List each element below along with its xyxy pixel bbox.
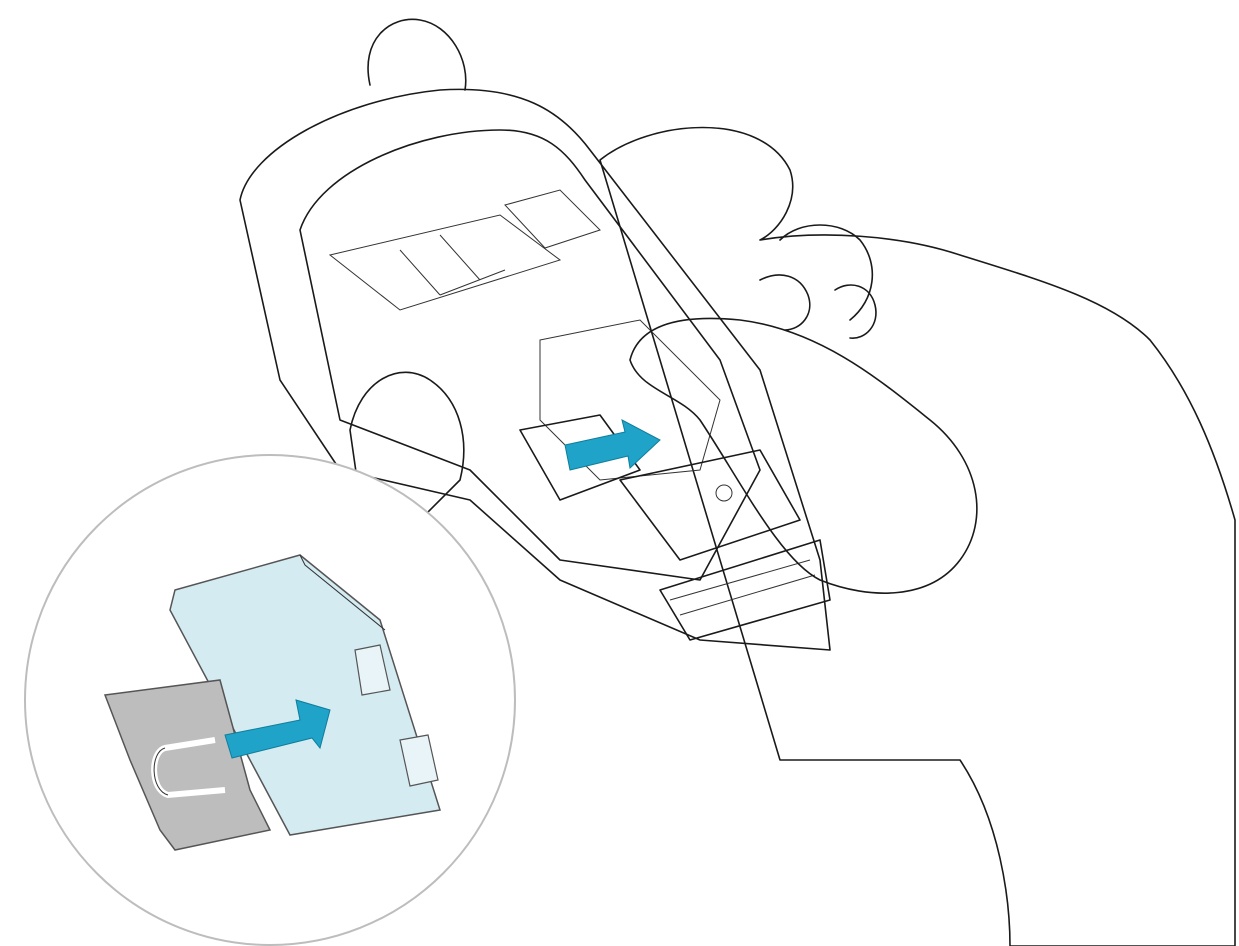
finger-icon: [630, 318, 977, 593]
insert-arrow-icon-small: [565, 420, 660, 470]
holding-hand-icon: [600, 128, 1235, 946]
